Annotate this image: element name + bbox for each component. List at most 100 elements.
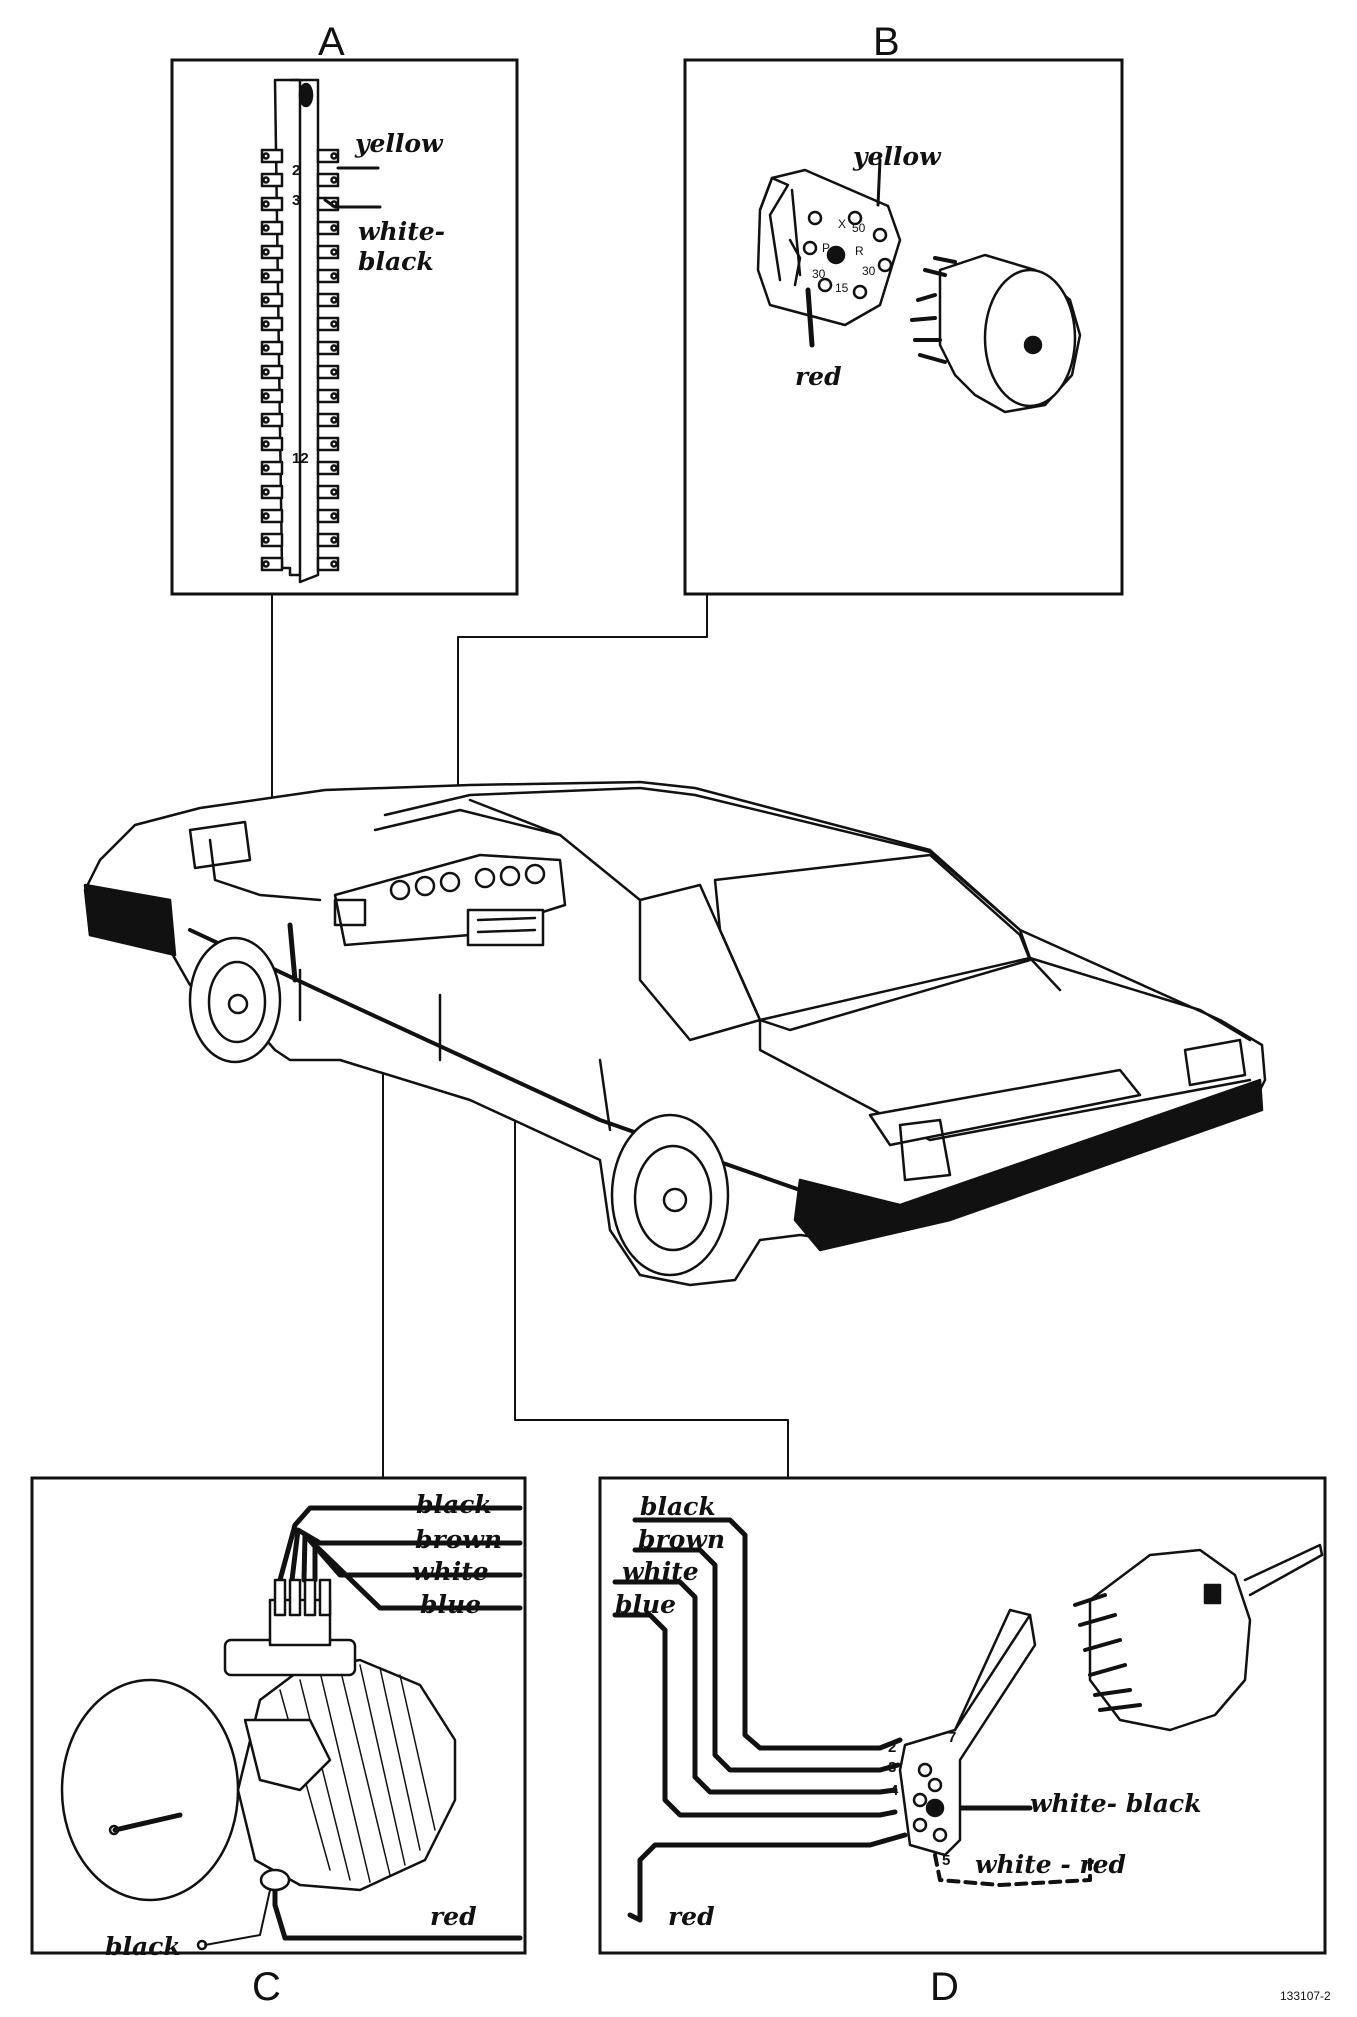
label-white: white- bbox=[358, 217, 445, 246]
label-c-black: black bbox=[416, 1490, 492, 1519]
fuse-terminal-hole bbox=[262, 488, 270, 496]
fuse-terminal-hole bbox=[330, 344, 338, 352]
label-d-blue: blue bbox=[615, 1590, 676, 1619]
yellow-wire-b bbox=[876, 158, 882, 207]
panel-d-letter: D bbox=[930, 1965, 959, 2009]
fuse-terminal-hole bbox=[330, 248, 338, 256]
pin-d-4: 4 bbox=[890, 1782, 899, 1799]
fuse-terminal bbox=[260, 268, 284, 284]
fuse-terminal-hole bbox=[262, 224, 270, 232]
fuse-terminal bbox=[316, 556, 340, 572]
fuse-terminal bbox=[260, 340, 284, 356]
fuse-terminal-hole bbox=[330, 416, 338, 424]
fuse-terminal bbox=[260, 460, 284, 476]
fan-switch-body bbox=[1073, 1543, 1324, 1732]
fuse-terminal-hole bbox=[330, 392, 338, 400]
fuse-terminal-hole bbox=[330, 464, 338, 472]
fuse-terminal-hole bbox=[330, 488, 338, 496]
panel-a-frame bbox=[170, 58, 519, 596]
fuse-terminal-hole bbox=[330, 152, 338, 160]
fuse-terminal-hole bbox=[262, 416, 270, 424]
fuse-terminal bbox=[316, 148, 340, 164]
fuse-terminal bbox=[260, 412, 284, 428]
pin-d-5: 5 bbox=[942, 1852, 950, 1869]
fuse-terminal bbox=[316, 460, 340, 476]
switch-mark-50: 50 bbox=[852, 221, 866, 235]
fuse-terminal-hole bbox=[330, 296, 338, 304]
label-d-brown: brown bbox=[638, 1525, 725, 1554]
fuse-terminal-hole bbox=[262, 560, 270, 568]
fuse-terminal-hole bbox=[262, 368, 270, 376]
fuse-terminal bbox=[260, 364, 284, 380]
car-illustration bbox=[83, 780, 1267, 1287]
fuse-terminal-hole bbox=[330, 224, 338, 232]
white-black-wire bbox=[323, 198, 382, 209]
fuse-terminal bbox=[316, 292, 340, 308]
figure-code: 133107-2 bbox=[1280, 1989, 1331, 2003]
pin-d-3: 3 bbox=[888, 1759, 896, 1776]
fuse-terminal bbox=[316, 220, 340, 236]
fuse-box-illustration bbox=[260, 78, 340, 584]
fuse-terminal-hole bbox=[262, 440, 270, 448]
fuse-terminal-hole bbox=[330, 368, 338, 376]
panel-a: A 2 3 12 yellow white- black bbox=[170, 20, 519, 596]
fuse-terminal bbox=[260, 484, 284, 500]
fuse-terminal bbox=[260, 436, 284, 452]
leader-d bbox=[514, 949, 789, 1479]
panel-c-frame bbox=[30, 1476, 527, 1955]
fuse-terminal-hole bbox=[262, 272, 270, 280]
fuse-terminal-hole bbox=[330, 512, 338, 520]
fuse-terminal-hole bbox=[262, 200, 270, 208]
label-c-white: white bbox=[412, 1557, 489, 1586]
switch-mark-15: 15 bbox=[835, 281, 849, 295]
ignition-switch-body bbox=[910, 253, 1082, 414]
fuse-terminal-hole bbox=[330, 272, 338, 280]
fuse-terminal bbox=[316, 412, 340, 428]
fuse-terminal bbox=[260, 148, 284, 164]
pin-d-2: 2 bbox=[888, 1739, 896, 1756]
label-d-red: red bbox=[668, 1902, 715, 1931]
fuse-terminal-hole bbox=[262, 464, 270, 472]
fuse-terminal bbox=[316, 508, 340, 524]
label-c-black-ground: black bbox=[105, 1932, 181, 1961]
fuse-terminal-hole bbox=[330, 536, 338, 544]
pin-12-label: 12 bbox=[292, 450, 309, 467]
label-c-blue: blue bbox=[420, 1590, 481, 1619]
label-d-white: white bbox=[622, 1557, 699, 1586]
fuse-terminal bbox=[316, 532, 340, 548]
panel-c: C black brown white blue bbox=[30, 1476, 527, 2009]
label-c-red: red bbox=[430, 1902, 477, 1931]
switch-mark-r: R bbox=[855, 244, 864, 258]
label-c-brown: brown bbox=[415, 1525, 502, 1554]
fuse-terminal bbox=[316, 388, 340, 404]
pin-d-7: 7 bbox=[948, 1729, 956, 1746]
fuse-terminal bbox=[316, 364, 340, 380]
label-d-white-black: white- black bbox=[1030, 1789, 1201, 1818]
fuse-terminal bbox=[260, 316, 284, 332]
switch-mark-30a: 30 bbox=[812, 267, 826, 281]
fan-switch-wires bbox=[612, 1517, 1033, 1923]
panel-b-frame bbox=[683, 58, 1124, 596]
panel-c-letter: C bbox=[252, 1965, 281, 2009]
fuse-terminal-hole bbox=[262, 248, 270, 256]
fuse-terminal-hole bbox=[262, 320, 270, 328]
fuse-terminal bbox=[260, 172, 284, 188]
label-d-white-red: white - red bbox=[975, 1850, 1126, 1879]
ignition-switch-connector bbox=[756, 168, 902, 327]
panel-b: B yellow red X 50 P R 30 30 bbox=[683, 20, 1124, 596]
fuse-terminal-hole bbox=[262, 344, 270, 352]
fuse-terminal bbox=[260, 556, 284, 572]
blower-motor-wires bbox=[272, 1505, 523, 1941]
label-yellow-b: yellow bbox=[852, 142, 942, 171]
fuse-terminal-hole bbox=[262, 392, 270, 400]
fuse-terminal-hole bbox=[330, 176, 338, 184]
label-yellow: yellow bbox=[354, 129, 444, 158]
leader-b bbox=[457, 593, 708, 911]
label-red-b: red bbox=[795, 362, 842, 391]
fan-switch-connector bbox=[898, 1608, 1037, 1857]
panel-d-frame bbox=[598, 1476, 1327, 1955]
fuse-terminal-hole bbox=[330, 560, 338, 568]
fuse-terminal bbox=[260, 532, 284, 548]
fuse-terminal-hole bbox=[330, 320, 338, 328]
